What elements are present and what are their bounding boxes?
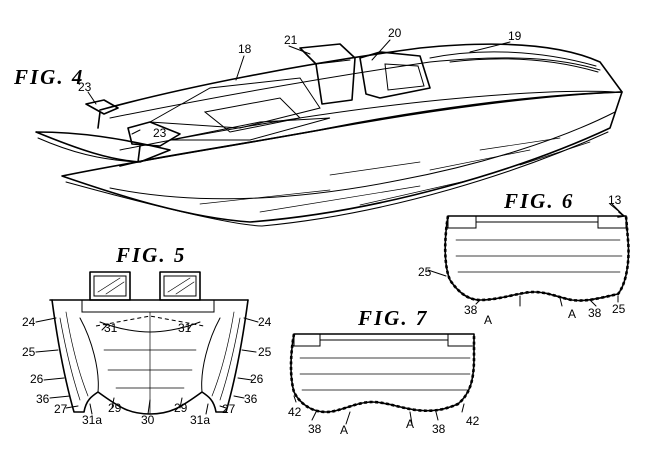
- fig7-label-A-right: A: [406, 417, 414, 431]
- fig5-label-26-right: 26: [250, 372, 264, 386]
- fig5-stern-view: [35, 271, 259, 415]
- fig5-label-30: 30: [141, 413, 155, 427]
- fig5-label-31-right: 31: [178, 321, 192, 335]
- fig6-label-25-left: 25: [418, 265, 432, 279]
- fig5-label-31-left: 31: [104, 321, 118, 335]
- fig6-label-38-left: 38: [464, 303, 478, 317]
- fig6-label-38-right: 38: [588, 306, 602, 320]
- fig7-label-38-left: 38: [308, 422, 322, 436]
- fig5-label-29-left: 29: [108, 401, 122, 415]
- fig7-label-A-left: A: [340, 423, 348, 437]
- fig7-title: FIG. 7: [357, 306, 428, 330]
- fig6-hull-section: [427, 203, 630, 307]
- fig4-label-23-right: 23: [153, 126, 167, 140]
- fig6-title: FIG. 6: [503, 189, 574, 213]
- fig5-label-26-left: 26: [30, 372, 44, 386]
- fig7-label-38-right: 38: [432, 422, 446, 436]
- fig4-boat-perspective: [35, 39, 625, 227]
- fig5-label-36-left: 36: [36, 392, 50, 406]
- fig6-label-25-right: 25: [612, 302, 626, 316]
- fig5-label-24-right: 24: [258, 315, 272, 329]
- fig4-label-18: 18: [238, 42, 252, 56]
- fig7-label-42-left: 42: [288, 405, 302, 419]
- fig5-label-25-right: 25: [258, 345, 272, 359]
- fig4-label-23-left: 23: [78, 80, 92, 94]
- fig5-label-29-right: 29: [174, 401, 188, 415]
- fig5-label-36-right: 36: [244, 392, 258, 406]
- fig6-label-A-left: A: [484, 313, 492, 327]
- fig5-label-31a-right: 31a: [190, 413, 210, 427]
- fig4-title: FIG. 4: [13, 65, 84, 89]
- fig4-label-21: 21: [284, 33, 298, 47]
- fig4-label-20: 20: [388, 26, 402, 40]
- fig5-label-31a-left: 31a: [82, 413, 102, 427]
- fig5-label-25-left: 25: [22, 345, 36, 359]
- fig7-hull-section: [289, 333, 476, 425]
- fig5-title: FIG. 5: [115, 243, 186, 267]
- fig6-label-A-right: A: [568, 307, 576, 321]
- fig4-label-19: 19: [508, 29, 522, 43]
- fig5-label-27-right: 27: [222, 402, 236, 416]
- fig6-label-13: 13: [608, 193, 622, 207]
- fig5-label-27-left: 27: [54, 402, 68, 416]
- fig7-label-42-right: 42: [466, 414, 480, 428]
- fig5-label-24-left: 24: [22, 315, 36, 329]
